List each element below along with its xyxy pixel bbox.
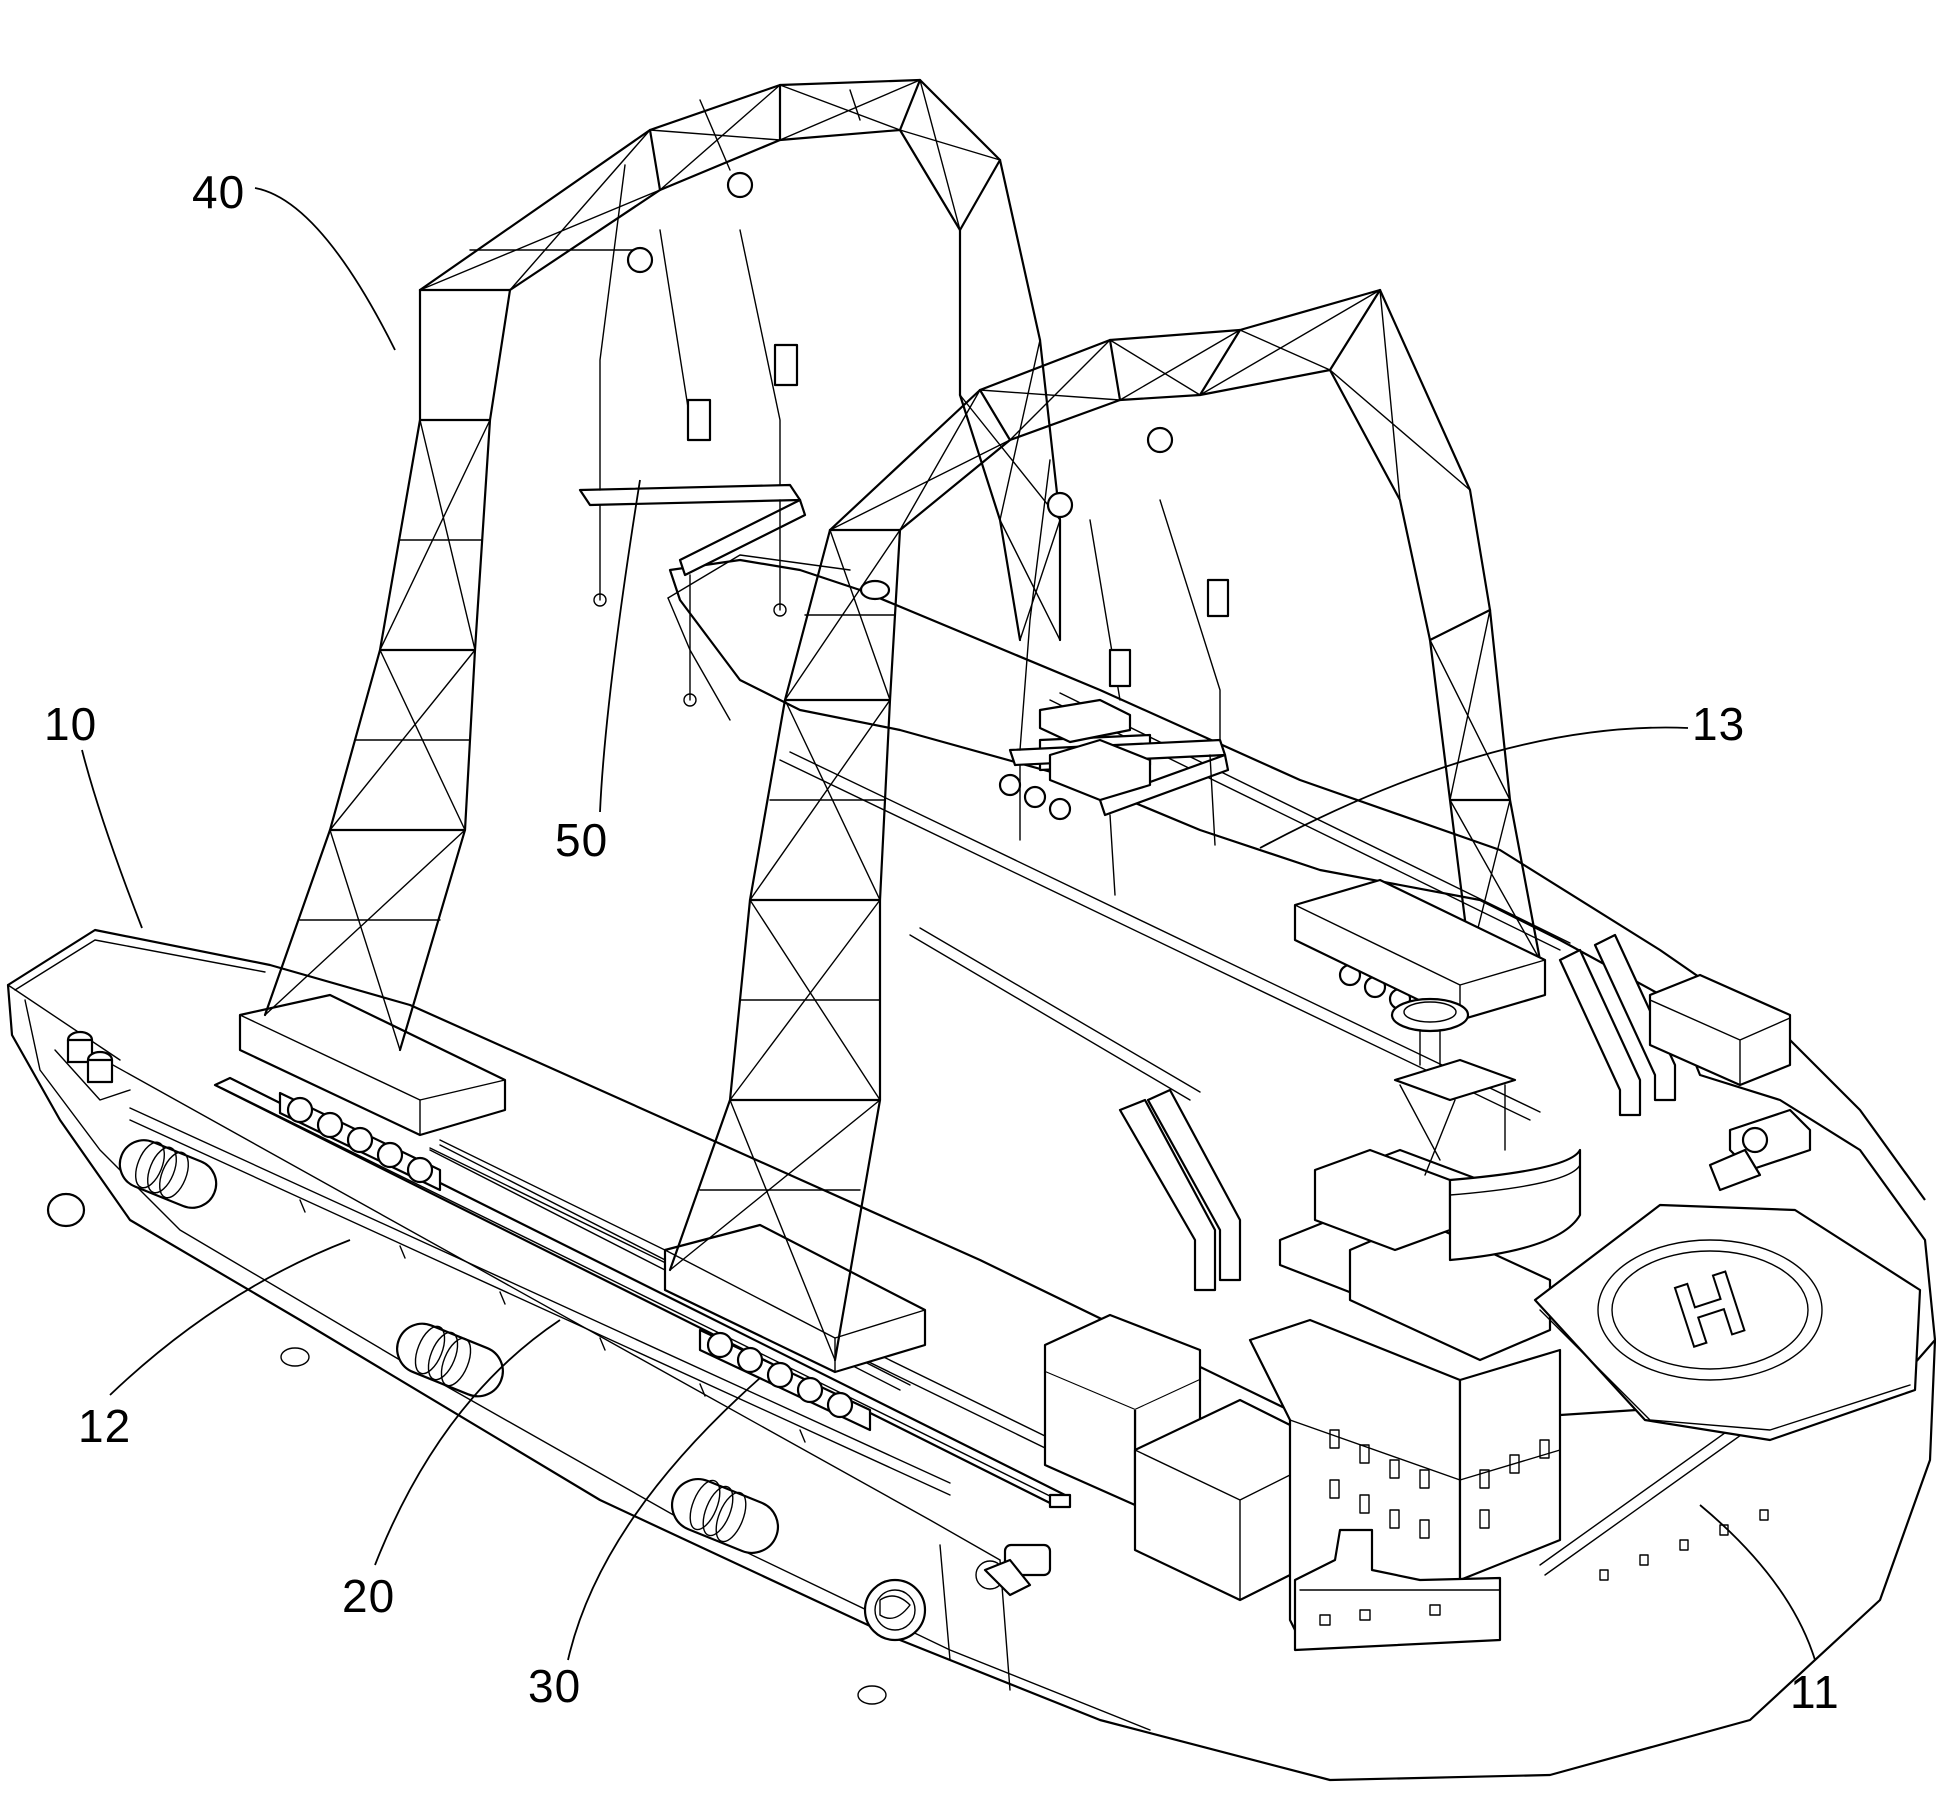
lifeboat-3 [664, 1471, 785, 1560]
bow-bollards [55, 1032, 130, 1100]
ref-label-12: 12 [78, 1400, 131, 1452]
ref-label-20: 20 [342, 1570, 395, 1622]
lifting-rigging [580, 165, 1228, 895]
leader-10 [82, 750, 142, 928]
ref-label-10: 10 [44, 698, 97, 750]
ref-label-50: 50 [555, 814, 608, 866]
leader-12 [110, 1240, 350, 1395]
lifeboat-1 [113, 1133, 224, 1215]
bow-anchor [48, 1194, 84, 1226]
ship-hull [8, 560, 1935, 1780]
leader-50 [600, 480, 640, 812]
hull-emblem [865, 1580, 925, 1640]
ref-label-30: 30 [528, 1660, 581, 1712]
ref-label-11: 11 [1790, 1666, 1840, 1718]
leader-40 [255, 188, 395, 350]
ref-label-40: 40 [192, 166, 245, 218]
ref-label-13: 13 [1692, 698, 1745, 750]
rear-barge [665, 555, 889, 790]
leader-11 [1700, 1505, 1815, 1660]
lifeboat-2 [390, 1316, 511, 1404]
